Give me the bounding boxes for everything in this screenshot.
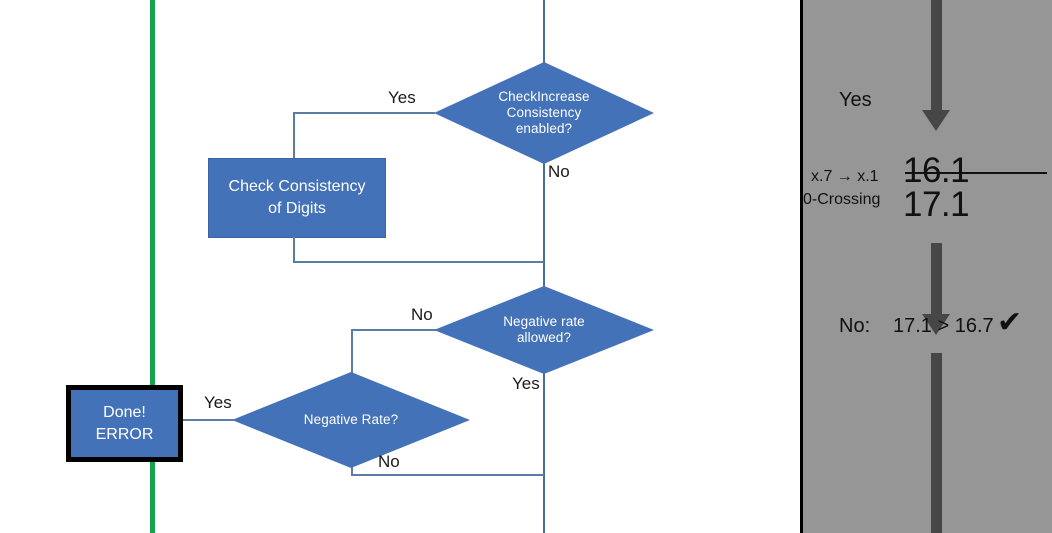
- panel-row-label-rounding: x.7 → x.1: [811, 168, 879, 185]
- edge-label-negative-rate-no: No: [378, 452, 400, 471]
- connector-negative-allowed-yes: [543, 373, 545, 474]
- check-mark-icon: ✔: [997, 306, 1023, 339]
- label-line-2: ERROR: [95, 425, 154, 443]
- connector-negative-allowed-no-horizontal: [351, 329, 436, 331]
- annotation-panel: Yes x.7 → x.1 0-Crossing 16.1 17.1 No: 1…: [800, 0, 1052, 533]
- connector-digits-exit-down: [293, 236, 295, 263]
- decision-negative-rate[interactable]: Negative Rate?: [232, 372, 470, 468]
- decision-check-increase-consistency[interactable]: CheckIncrease Consistency enabled?: [434, 62, 654, 164]
- terminator-done-error-label: Done! ERROR: [96, 402, 154, 445]
- panel-comparison-prefix: No:: [839, 315, 871, 337]
- label-line-2: of Digits: [268, 200, 326, 217]
- down-arrow-head-2: [922, 314, 950, 335]
- down-arrow-head-1: [922, 110, 950, 131]
- connector-top-into-check-increase: [543, 0, 545, 113]
- connector-negative-allowed-no-down: [351, 329, 353, 378]
- decision-check-increase-consistency-label: CheckIncrease Consistency enabled?: [465, 89, 623, 137]
- terminator-done-error[interactable]: Done! ERROR: [66, 385, 183, 462]
- green-divider-line: [150, 0, 155, 533]
- connector-check-increase-no: [543, 160, 545, 262]
- panel-value-current: 17.1: [903, 185, 970, 224]
- panel-yes-label: Yes: [839, 89, 872, 111]
- edge-label-negative-allowed-no: No: [411, 305, 433, 324]
- decision-negative-rate-allowed[interactable]: Negative rate allowed?: [434, 286, 654, 374]
- label-line-1: Done!: [103, 403, 146, 421]
- decision-negative-rate-allowed-label: Negative rate allowed?: [465, 314, 623, 346]
- label-line-1: Check Consistency: [228, 178, 366, 196]
- process-check-consistency-of-digits[interactable]: Check Consistency of Digits: [208, 158, 386, 238]
- label-line-2: Consistency: [506, 105, 582, 121]
- connector-negative-rate-no-down: [351, 467, 353, 475]
- panel-comparison-expression: 17.1 > 16.7: [893, 315, 994, 337]
- panel-value-struck: 16.1: [903, 152, 1052, 190]
- panel-row-label-zero-crossing: 0-Crossing: [803, 191, 881, 208]
- connector-check-increase-yes-down: [293, 112, 295, 159]
- label-line-1: Negative rate: [503, 314, 585, 330]
- down-arrow-shaft-1: [931, 0, 942, 112]
- connector-negative-rate-no-right: [351, 474, 544, 476]
- edge-label-check-increase-no: No: [548, 162, 570, 181]
- edge-label-negative-rate-yes: Yes: [204, 393, 232, 412]
- decision-negative-rate-label: Negative Rate?: [265, 412, 436, 428]
- edge-label-negative-allowed-yes: Yes: [512, 374, 540, 393]
- label-line-1: CheckIncrease: [498, 89, 590, 105]
- edge-label-check-increase-yes: Yes: [388, 88, 416, 107]
- down-arrow-shaft-3: [931, 353, 942, 533]
- down-arrow-shaft-2: [931, 243, 942, 316]
- connector-negative-rate-yes: [173, 419, 234, 421]
- connector-bottom-exit: [543, 474, 545, 533]
- label-line-1: Negative Rate?: [303, 412, 399, 428]
- process-check-consistency-of-digits-label: Check Consistency of Digits: [229, 176, 366, 219]
- connector-digits-exit-right: [293, 261, 544, 263]
- label-line-3: enabled?: [515, 120, 573, 136]
- label-line-2: allowed?: [516, 330, 572, 345]
- connector-check-increase-yes-horizontal: [293, 112, 435, 114]
